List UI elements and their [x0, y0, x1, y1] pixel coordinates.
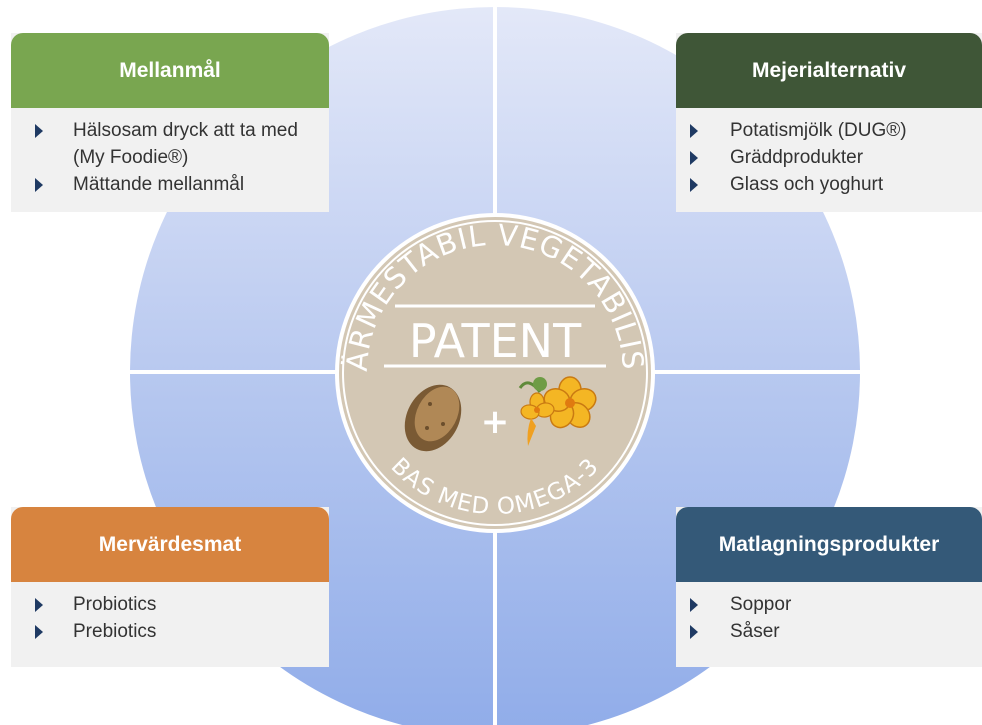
- matlagningsprodukter-box: Matlagningsprodukter Soppor Såser: [676, 507, 982, 667]
- mellanmal-box: Mellanmål Hälsosam dryck att ta med (My …: [11, 33, 329, 212]
- bullet-arrow-icon: [690, 124, 698, 138]
- matlagningsprodukter-list: Soppor Såser: [676, 582, 982, 667]
- mervardesmat-header: Mervärdesmat: [11, 507, 329, 582]
- badge-title: PATENT: [409, 314, 582, 368]
- mervardesmat-list: Probiotics Prebiotics: [11, 582, 329, 667]
- mervardesmat-box: Mervärdesmat Probiotics Prebiotics: [11, 507, 329, 667]
- list-item: Prebiotics: [35, 618, 319, 645]
- list-item: Potatismjölk (DUG®): [690, 117, 972, 144]
- list-item: Hälsosam dryck att ta med (My Foodie®): [35, 117, 319, 171]
- mejerialternativ-header: Mejerialternativ: [676, 33, 982, 108]
- matlagningsprodukter-header: Matlagningsprodukter: [676, 507, 982, 582]
- mellanmal-header: Mellanmål: [11, 33, 329, 108]
- mejerialternativ-box: Mejerialternativ Potatismjölk (DUG®) Grä…: [676, 33, 982, 212]
- plus-sign: +: [481, 402, 510, 442]
- list-item-text: Potatismjölk (DUG®): [730, 120, 907, 141]
- list-item: Mättande mellanmål: [35, 171, 319, 198]
- bullet-arrow-icon: [690, 151, 698, 165]
- list-item-text: Hälsosam dryck att ta med (My Foodie®): [73, 120, 298, 168]
- bullet-arrow-icon: [690, 178, 698, 192]
- list-item: Såser: [690, 618, 972, 645]
- list-item: Glass och yoghurt: [690, 171, 972, 198]
- bullet-arrow-icon: [35, 124, 43, 138]
- flower-icon: [518, 376, 597, 446]
- bullet-arrow-icon: [690, 625, 698, 639]
- list-item-text: Mättande mellanmål: [73, 174, 245, 195]
- list-item-text: Soppor: [730, 594, 792, 615]
- mejerialternativ-list: Potatismjölk (DUG®) Gräddprodukter Glass…: [676, 108, 982, 212]
- list-item-text: Probiotics: [73, 594, 157, 615]
- list-item: Soppor: [690, 591, 972, 618]
- bullet-arrow-icon: [35, 598, 43, 612]
- bullet-arrow-icon: [690, 598, 698, 612]
- list-item-text: Såser: [730, 621, 780, 642]
- potato-icon: [404, 384, 462, 452]
- bullet-arrow-icon: [35, 625, 43, 639]
- mellanmal-list: Hälsosam dryck att ta med (My Foodie®) M…: [11, 108, 329, 212]
- list-item: Probiotics: [35, 591, 319, 618]
- list-item-text: Glass och yoghurt: [730, 174, 884, 195]
- bullet-arrow-icon: [35, 178, 43, 192]
- list-item-text: Prebiotics: [73, 621, 157, 642]
- list-item: Gräddprodukter: [690, 144, 972, 171]
- list-item-text: Gräddprodukter: [730, 147, 864, 168]
